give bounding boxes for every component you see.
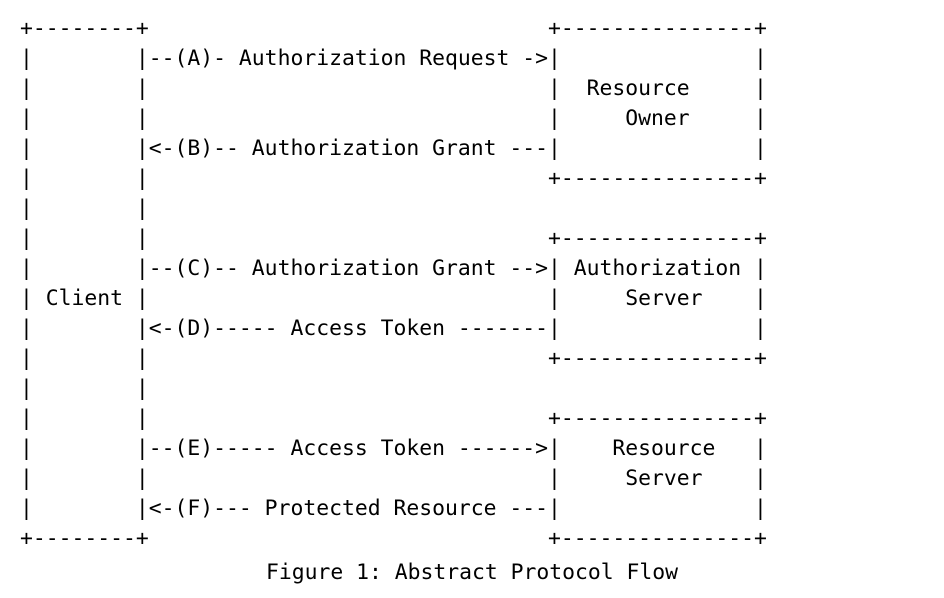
ascii-diagram: +--------+ +---------------+ | |--(A)- A… — [20, 16, 767, 551]
figure-caption: Figure 1: Abstract Protocol Flow — [265, 560, 679, 585]
